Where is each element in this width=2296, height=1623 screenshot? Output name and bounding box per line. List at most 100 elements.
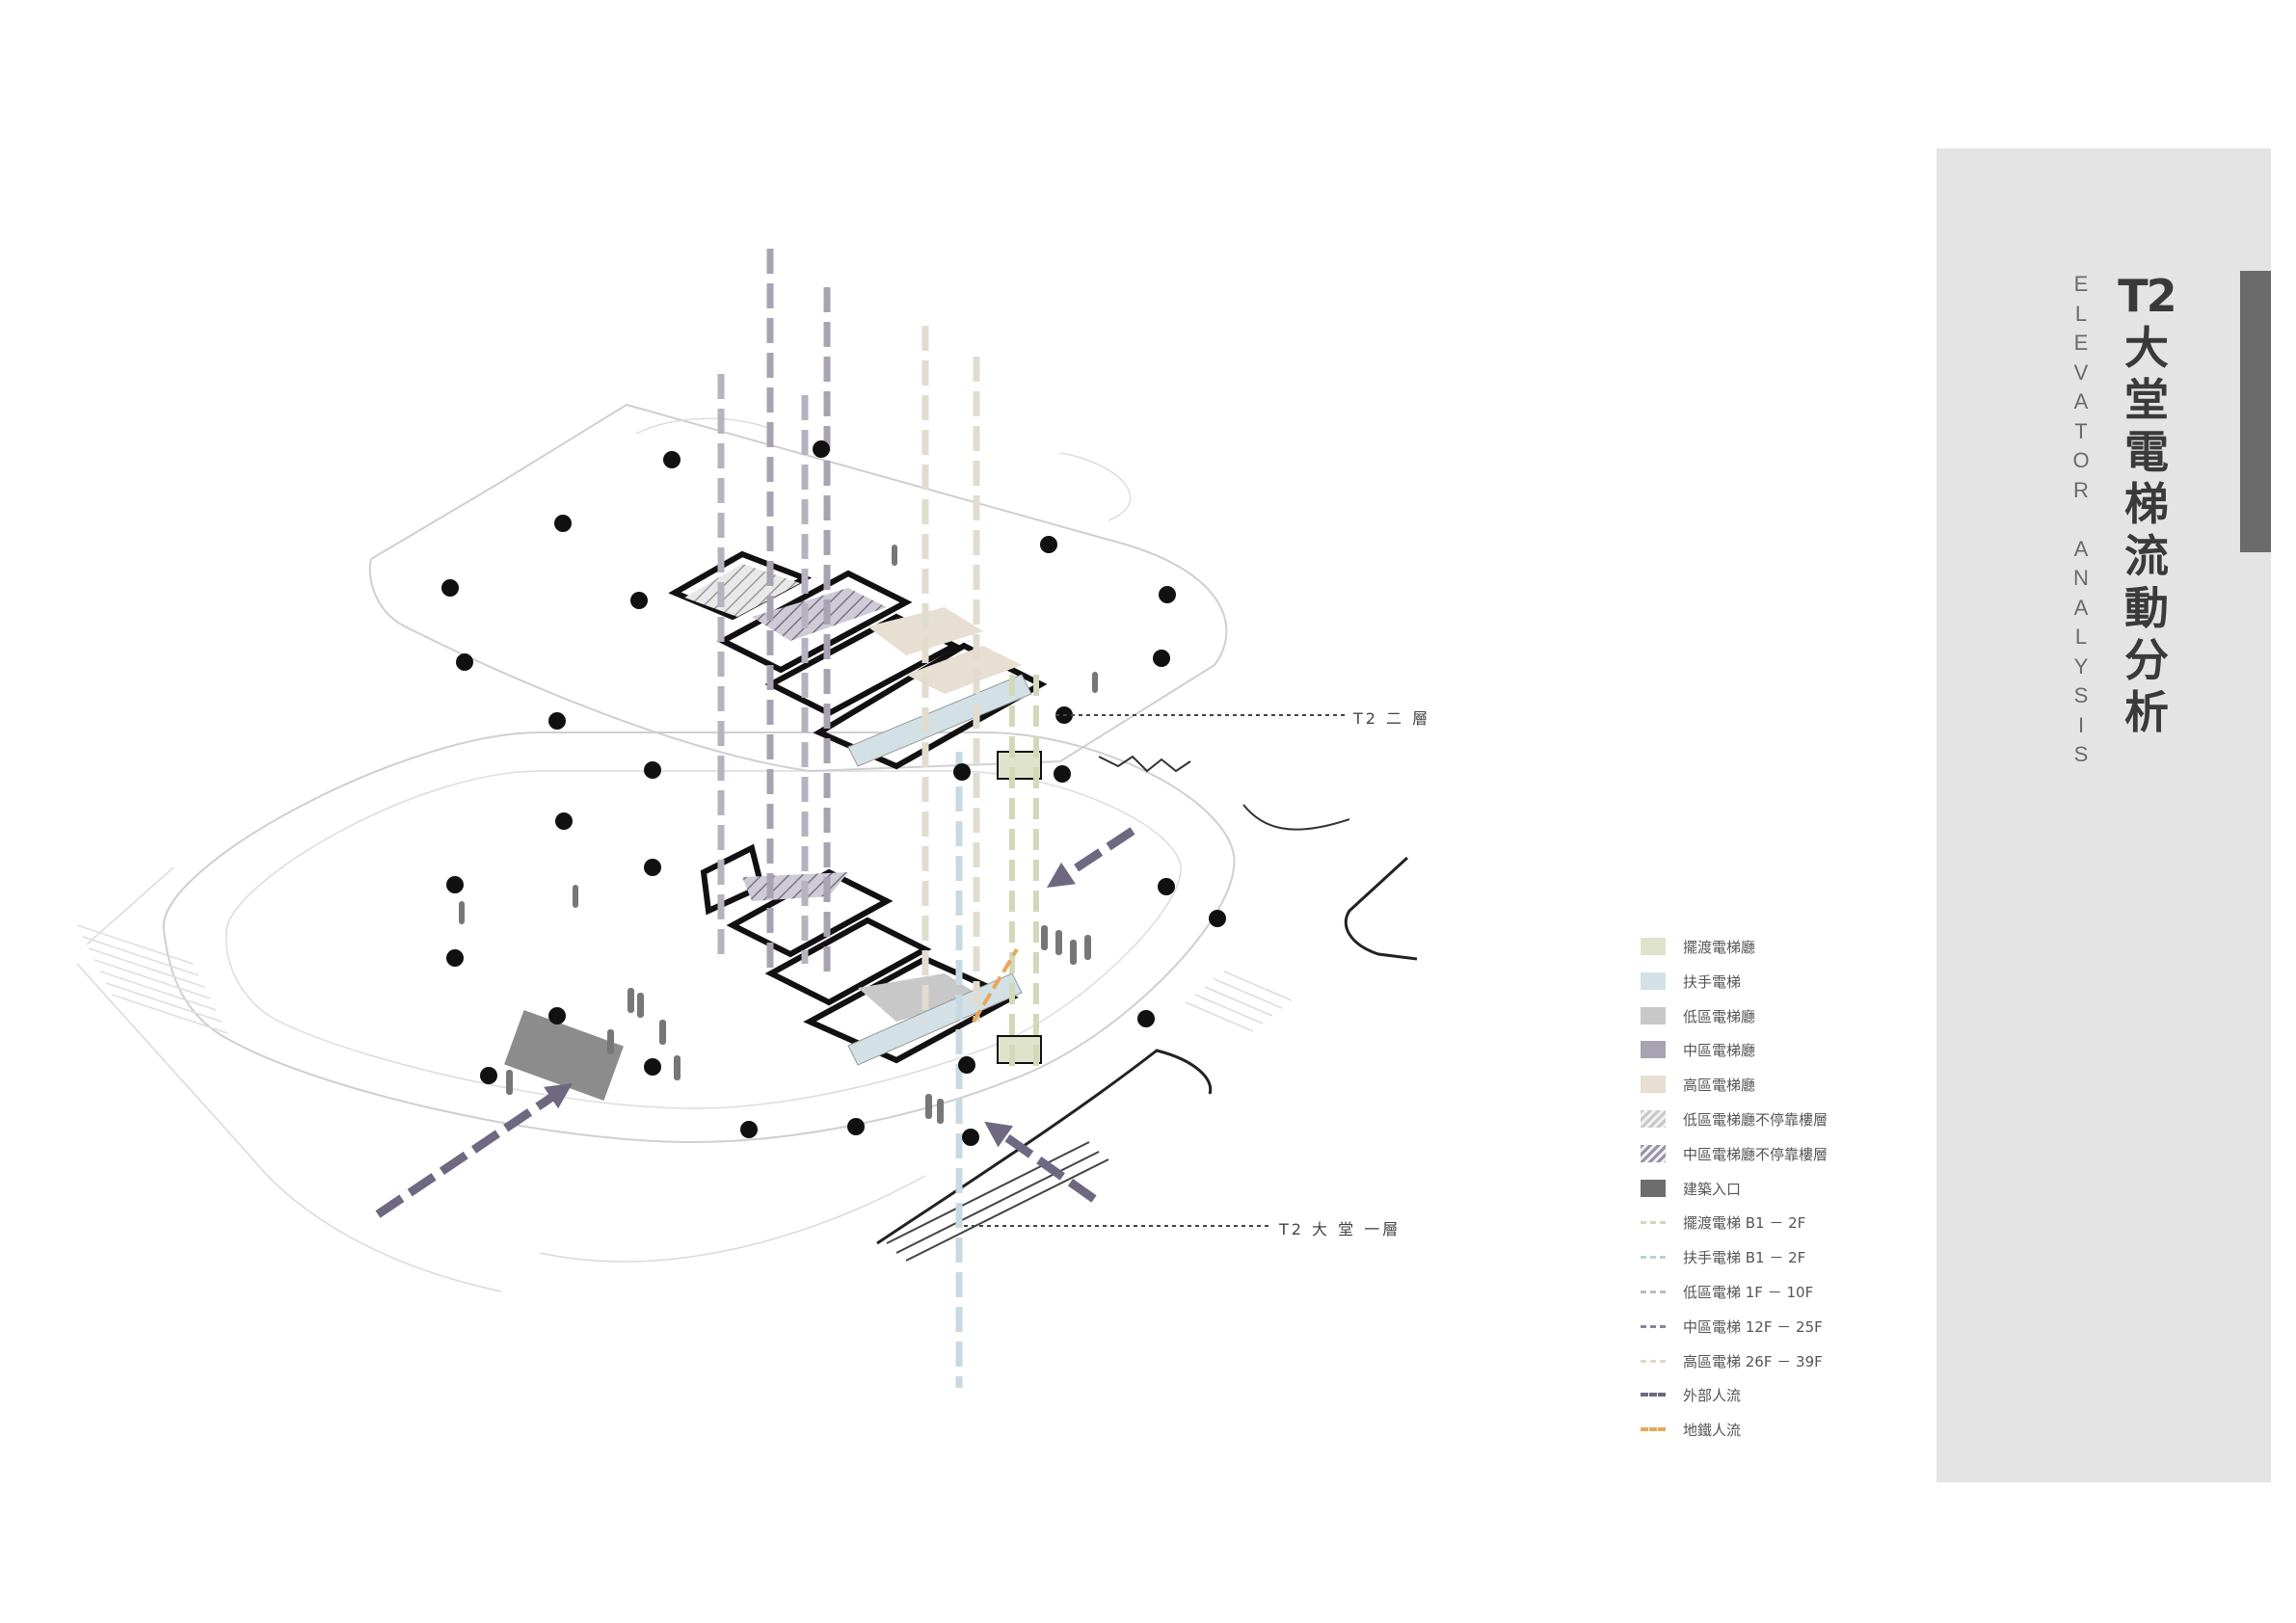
legend-swatch [1641, 1007, 1666, 1024]
legend-swatch [1641, 972, 1666, 990]
accent-bar [2240, 271, 2271, 552]
legend-label: 高區電梯廳 [1683, 1076, 1756, 1094]
second-escalator [847, 674, 1032, 767]
column-dot [740, 1121, 758, 1138]
legend-item: 扶手電梯 B1 － 2F [1641, 1243, 1805, 1270]
column-dot [630, 592, 648, 609]
legend-swatch [1641, 1324, 1666, 1328]
legend-item: 中區電梯 12F － 25F [1641, 1313, 1823, 1340]
legend-item: 中區電梯廳不停靠樓層 [1641, 1140, 1828, 1167]
column-dot [480, 1067, 497, 1084]
person-figure [1070, 940, 1077, 965]
subtitle-letter: A [2073, 536, 2089, 561]
column-dot [813, 440, 830, 458]
external-flow-arrow [375, 1082, 573, 1218]
column-dot [554, 515, 572, 532]
person-figure [573, 885, 578, 908]
person-figure [1084, 935, 1091, 960]
legend-item: 低區電梯 1F － 10F [1641, 1278, 1813, 1305]
second-mid-hatch [752, 588, 887, 641]
legend-label: 中區電梯廳 [1683, 1041, 1756, 1059]
people [459, 545, 1098, 1124]
upper-floor-label: T2 二 層 [1353, 709, 1431, 728]
person-figure [892, 545, 897, 566]
legend-label: 低區電梯廳不停靠樓層 [1683, 1110, 1829, 1129]
zigzag-edge [1098, 755, 1191, 773]
title-char: 大 [2124, 322, 2169, 374]
column-dot [555, 812, 573, 830]
legend-label: 中區電梯廳不停靠樓層 [1683, 1145, 1829, 1163]
subtitle-letter [2067, 505, 2096, 535]
page-title: T2 大 堂 電 梯 流 動 分 析 [2118, 270, 2176, 738]
legend-label: 低區電梯廳 [1683, 1007, 1756, 1025]
legend-swatch [1641, 1145, 1666, 1162]
flow-arrows [375, 827, 1135, 1218]
road-curve-right [1344, 856, 1418, 961]
person-figure [937, 1099, 944, 1124]
column-dot [953, 763, 971, 781]
subtitle-letter: S [2073, 683, 2089, 707]
ground-mid-hatch [742, 872, 848, 901]
lobby-floor-label: T2 大 堂 一層 [1279, 1220, 1402, 1238]
second-high-lobby [868, 607, 983, 655]
column-dot [644, 859, 661, 876]
legend-swatch [1641, 1255, 1666, 1259]
subtitle-letter: A [2073, 595, 2089, 620]
column-dot [548, 1007, 566, 1024]
side-panel [1936, 148, 2271, 1482]
column-dot [962, 1129, 979, 1146]
column-dot [644, 1058, 661, 1076]
road-curve [876, 1049, 1213, 1245]
title-char: 分 [2124, 634, 2169, 686]
entrance-zone [504, 1009, 624, 1102]
subtitle-letter: I [2077, 712, 2085, 737]
column-dot [1054, 765, 1071, 783]
metro-flow-arrow [972, 947, 1019, 1024]
legend-swatch [1641, 1041, 1666, 1058]
ground-floor-plate [76, 732, 1418, 1292]
person-figure [659, 1020, 666, 1045]
legend-label: 低區電梯 1F － 10F [1683, 1283, 1814, 1301]
legend-swatch [1641, 1076, 1666, 1093]
subtitle-letter: A [2073, 389, 2089, 413]
column-dot [1209, 910, 1226, 927]
legend-item: 低區電梯廳 [1641, 1002, 1755, 1029]
title-line1: T2 [2118, 270, 2176, 322]
external-flow-arrow [984, 1121, 1097, 1203]
column-dot [456, 653, 473, 671]
subtitle-letter: V [2073, 359, 2089, 385]
legend-label: 扶手電梯 B1 － 2F [1683, 1248, 1806, 1266]
column-dot [1137, 1010, 1155, 1027]
title-char: 梯 [2124, 478, 2169, 530]
ground-floor-outline [162, 732, 1236, 1144]
person-figure [1092, 672, 1098, 693]
parking-stripes-right [1185, 971, 1293, 1032]
person-figure [637, 993, 644, 1018]
subtitle-letter: E [2073, 272, 2089, 296]
legend-item: 扶手電梯 [1641, 968, 1741, 995]
curb-edge [1242, 804, 1350, 831]
legend-item: 擺渡電梯廳 [1641, 933, 1755, 960]
legend-swatch [1641, 1110, 1666, 1128]
legend-label: 擺渡電梯廳 [1683, 938, 1756, 956]
columns [441, 440, 1226, 1146]
column-dot [446, 949, 464, 967]
subtitle-letter: N [2073, 566, 2089, 590]
legend-label: 外部人流 [1683, 1386, 1742, 1404]
legend-label: 地鐵人流 [1683, 1421, 1742, 1439]
subtitle-letter: E [2073, 331, 2089, 355]
legend-label: 建築入口 [1683, 1180, 1742, 1198]
legend-item: 外部人流 [1641, 1381, 1741, 1408]
subtitle-letter: L [2074, 301, 2088, 326]
column-dot [663, 451, 681, 468]
subtitle-letter: O [2072, 448, 2090, 472]
legend-swatch [1641, 1359, 1666, 1363]
external-flow-arrow [1046, 827, 1135, 888]
legend-item: 建築入口 [1641, 1175, 1741, 1202]
site-outline [76, 866, 926, 1292]
second-floor-plate [368, 403, 1350, 831]
ground-low-elevator-lobby [858, 973, 983, 1022]
second-floor-roof-curve [635, 417, 1132, 521]
second-floor-outline [368, 403, 1228, 773]
